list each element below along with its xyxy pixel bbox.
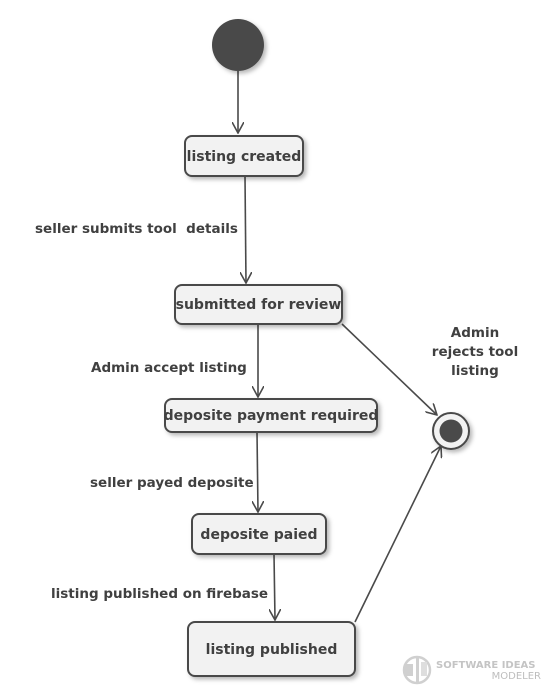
edge-paied-to-published bbox=[274, 553, 275, 620]
state-submitted-for-review: submitted for review bbox=[174, 284, 343, 325]
transition-label-admin-accept: Admin accept listing bbox=[91, 360, 247, 376]
logo-title: SOFTWARE IDEAS bbox=[436, 660, 535, 671]
edge-submitted-to-final bbox=[341, 323, 437, 415]
logo-icon bbox=[402, 655, 432, 685]
transition-label-admin-rejects-line2: rejects tool bbox=[432, 344, 518, 360]
software-ideas-logo: SOFTWARE IDEAS MODELER bbox=[402, 655, 541, 685]
transition-label-admin-rejects-line1: Admin bbox=[451, 325, 499, 341]
transitions bbox=[238, 71, 441, 623]
state-label-submitted-for-review: submitted for review bbox=[176, 297, 342, 313]
logo-subtitle: MODELER bbox=[492, 671, 541, 682]
state-deposite-payment-required: deposite payment required bbox=[164, 398, 379, 433]
state-label-deposite-payment-required: deposite payment required bbox=[164, 408, 379, 424]
transition-label-seller-payed: seller payed deposite bbox=[90, 475, 254, 491]
initial-state bbox=[212, 19, 264, 71]
edge-deposit-required-to-paied bbox=[257, 431, 258, 512]
state-label-listing-created: listing created bbox=[187, 149, 302, 165]
final-state bbox=[432, 412, 470, 450]
state-label-listing-published: listing published bbox=[206, 642, 338, 658]
state-listing-published: listing published bbox=[187, 621, 356, 677]
edge-published-to-final bbox=[354, 446, 441, 623]
state-deposite-paied: deposite paied bbox=[191, 513, 327, 555]
state-listing-created: listing created bbox=[184, 135, 304, 177]
transition-label-listing-published-firebase: listing published on firebase bbox=[51, 586, 268, 602]
transition-label-seller-submits: seller submits tool details bbox=[35, 221, 238, 237]
state-label-deposite-paied: deposite paied bbox=[200, 527, 317, 543]
transition-label-admin-rejects-line3: listing bbox=[451, 363, 499, 379]
edge-created-to-submitted bbox=[245, 175, 246, 283]
